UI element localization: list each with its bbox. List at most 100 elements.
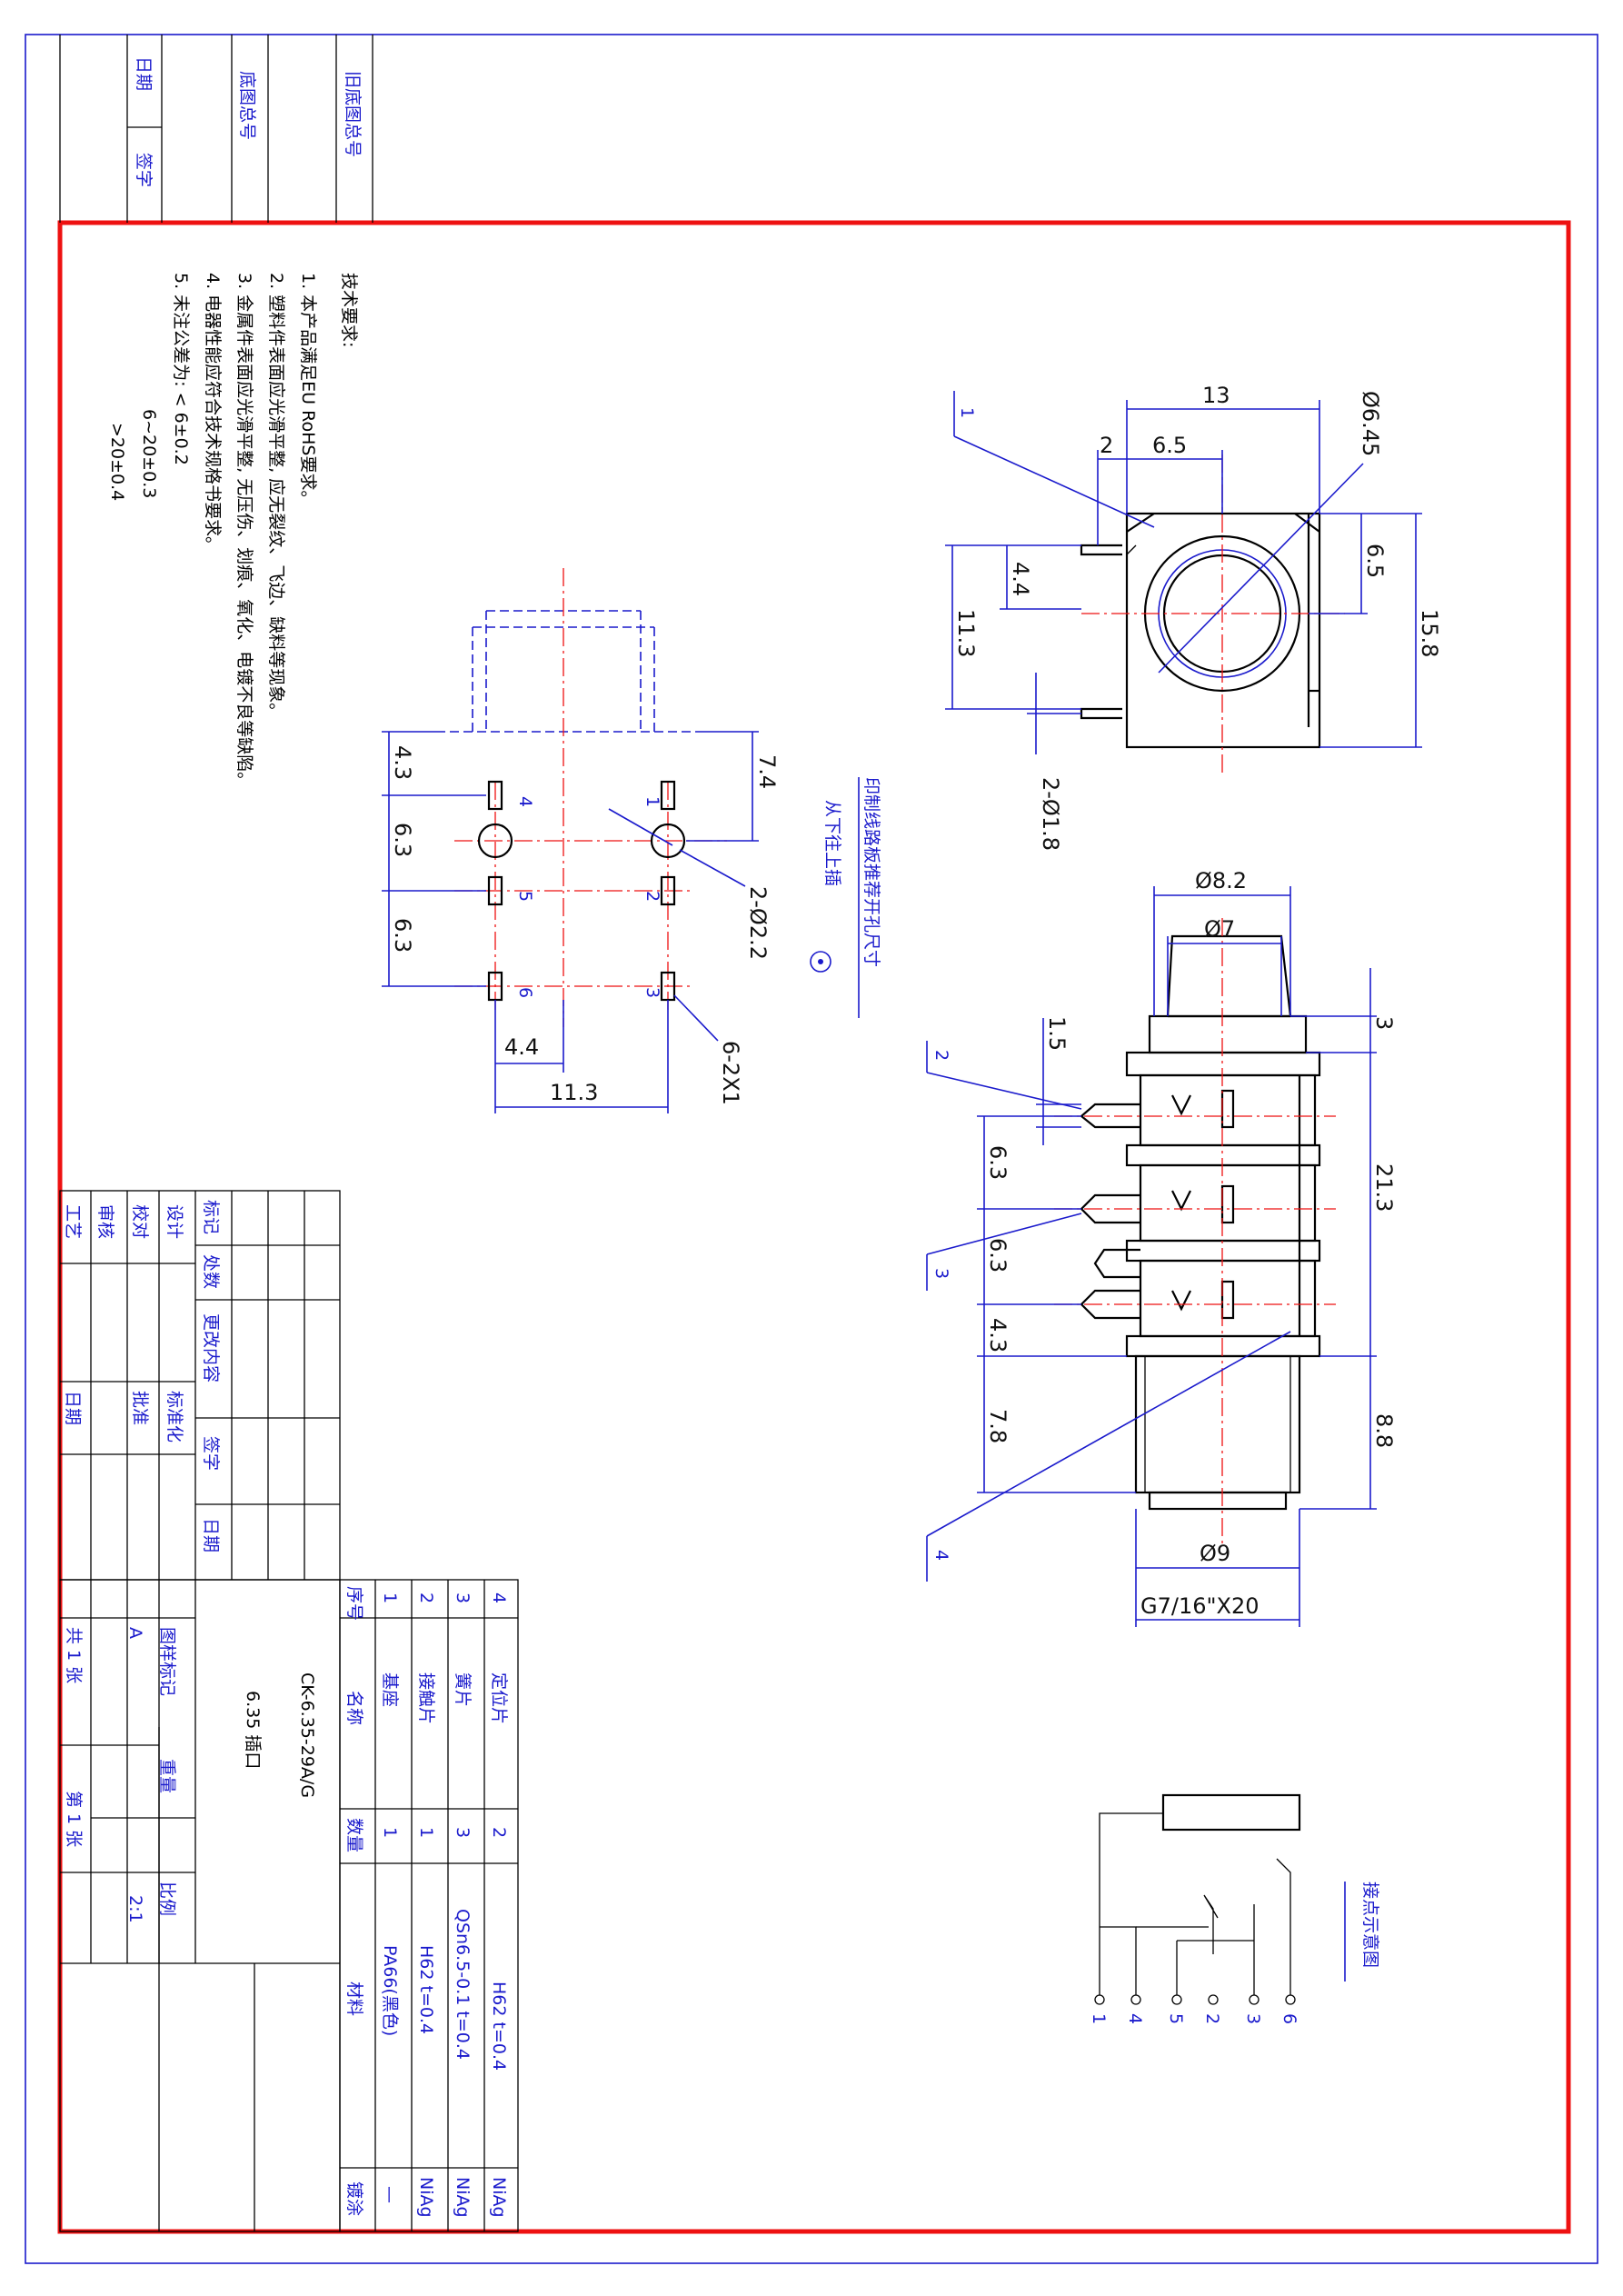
rev-header-count: 处数: [201, 1254, 221, 1289]
tb-scale: 2:1: [125, 1895, 145, 1923]
bom-r3-name: 簧片: [453, 1672, 473, 1707]
rev-role-check: 校对: [130, 1204, 150, 1239]
rev-role-process: 工艺: [63, 1204, 83, 1239]
pcb-layout-view: 4 1 5 2 6 3 4.3 6.3 6.3 7.4 2-Ø2.2 6-2X1…: [382, 568, 780, 1113]
front-body: [1125, 512, 1321, 749]
side-callout-4: 4: [931, 1550, 951, 1561]
side-dim-t: 8.8: [1371, 1413, 1397, 1448]
tb-stage: A: [125, 1627, 145, 1639]
pcb-dim-d4: 7.4: [754, 754, 780, 789]
contact-schematic: 1 4 5 2 3 6 接点示意图: [1089, 1793, 1380, 2024]
side-dim-t15: 1.5: [1044, 1016, 1070, 1051]
pcb-pin-4: 4: [515, 796, 535, 807]
rev-header-sign: 签字: [201, 1436, 221, 1471]
tech-title: 技术要求:: [339, 273, 359, 347]
rev-role-review: 审核: [95, 1204, 115, 1239]
front-dim-pinhole: 2-Ø1.8: [1038, 777, 1063, 851]
pcb-pin-5: 5: [515, 891, 535, 902]
schem-pin-6: 6: [1279, 2013, 1299, 2024]
bom-h-name: 名称: [344, 1691, 364, 1725]
bom-r2-plating: NiAg: [416, 2177, 436, 2218]
revision-block: 标记 处数 更改内容 签字 日期 设计 校对 审核 工艺 标准化 批准 日期: [59, 1190, 341, 1581]
rev-date: 日期: [63, 1391, 83, 1425]
bom-r4-plating: NiAg: [489, 2177, 509, 2218]
bom-r2-no: 2: [416, 1592, 436, 1603]
bom-r1-name: 基座: [380, 1672, 400, 1707]
side-callout-3: 3: [931, 1268, 951, 1279]
pcb-dim-d5: 4.4: [504, 1034, 539, 1060]
front-view: 13 2 6.5 Ø6.45 1 4.4 11.3 2-Ø1.8 6.5 15.…: [945, 383, 1442, 851]
bom-h-plating: 镀涂: [344, 2181, 364, 2216]
bom-r1-no: 1: [380, 1592, 400, 1603]
side-dim-d82: Ø8.2: [1195, 868, 1247, 893]
tb-scale-label: 比例: [157, 1882, 177, 1916]
tech-requirements: 技术要求: 1. 本产品满足EU RoHS要求。 2. 塑料件表面应光滑平整, …: [107, 273, 359, 789]
slot-1: [660, 780, 676, 811]
bom-h-no: 序号: [344, 1586, 364, 1621]
front-dim-r: 6.5: [1362, 544, 1388, 578]
pcb-note: 从下往上插: [822, 800, 842, 886]
rev-approve: 批准: [130, 1391, 150, 1425]
rev-role-design: 设计: [164, 1204, 184, 1239]
bom-r3-qty: 3: [453, 1827, 473, 1838]
side-dim-len: 21.3: [1371, 1163, 1397, 1212]
rev-header-content: 更改内容: [201, 1313, 221, 1383]
bom-r1-material: PA66(黑色): [380, 1945, 400, 2036]
front-dim-dia: Ø6.45: [1358, 391, 1383, 456]
pcb-dim-d1: 4.3: [390, 745, 415, 780]
pcb-pin-2: 2: [642, 891, 662, 902]
side-dim-d7: Ø7: [1204, 916, 1235, 942]
side-dim-p3: 4.3: [985, 1318, 1011, 1353]
pcb-dim-d6: 11.3: [550, 1080, 598, 1105]
insert-symbol: [810, 951, 831, 973]
tb-sheet-no: 第 1 张: [64, 1791, 84, 1847]
front-dim-h: 15.8: [1417, 609, 1442, 657]
schem-pin-2: 2: [1202, 2013, 1222, 2024]
pcb-pin-3: 3: [642, 987, 662, 998]
hole-right: [650, 823, 686, 859]
pcb-dim-holes: 2-Ø2.2: [745, 886, 771, 960]
front-dim-half: 6.5: [1152, 433, 1187, 458]
bom-r4-material: H62 t=0.4: [489, 1982, 509, 2071]
schem-pin-1: 1: [1089, 2013, 1109, 2024]
tech-item-4: 4. 电器性能应符合技术规格书要求。: [203, 273, 223, 554]
tb-weight-label: 重量: [157, 1759, 177, 1793]
bom-r3-material: QSn6.5-0.1 t=0.4: [453, 1909, 473, 2060]
slot-4: [487, 780, 503, 811]
schem-pin-3: 3: [1243, 2013, 1263, 2024]
side-thread: [1134, 1354, 1301, 1494]
slot-5: [487, 875, 503, 906]
tech-item-5: 5. 未注公差为: < 6±0.2: [171, 273, 191, 465]
side-dim-p2: 6.3: [985, 1238, 1011, 1273]
bom-r2-name: 接触片: [416, 1672, 436, 1724]
front-dim-h2: 11.3: [953, 609, 979, 657]
pcb-title: 印制线路板推荐开孔尺寸: [861, 777, 881, 967]
front-dim-off2: 2: [1100, 433, 1113, 458]
pcb-pin-6: 6: [515, 987, 535, 998]
rev-standardize: 标准化: [164, 1391, 184, 1442]
tech-item-3: 3. 金属件表面应光滑平整, 无压伤、划痕、氧化、电镀不良等缺陷。: [234, 273, 254, 789]
bom-r4-no: 4: [489, 1592, 509, 1603]
pcb-caption: 印制线路板推荐开孔尺寸 从下往上插: [810, 777, 881, 1018]
margin-sign: 签字: [134, 153, 154, 187]
tb-model: CK-6.35-29A/G: [297, 1672, 317, 1798]
bom-h-qty: 数量: [344, 1818, 364, 1852]
bom-h-material: 材料: [344, 1982, 364, 2016]
bom-r4-qty: 2: [489, 1827, 509, 1838]
bom-r3-no: 3: [453, 1592, 473, 1603]
schem-pin-4: 4: [1125, 2013, 1145, 2024]
bom-r2-qty: 1: [416, 1827, 436, 1838]
side-dim-d9: Ø9: [1200, 1541, 1230, 1566]
tb-name: 6.35 插口: [243, 1691, 263, 1769]
schem-pin-5: 5: [1166, 2013, 1186, 2024]
tech-tol-3: >20±0.4: [107, 423, 127, 501]
side-dim-t3: 3: [1371, 1016, 1397, 1030]
margin-block: 日期 签字 底图总号 旧底图总号: [59, 35, 373, 223]
slot-2: [660, 875, 676, 906]
rev-header-mark: 标记: [201, 1200, 221, 1234]
tech-tol-2: 6~20±0.3: [139, 409, 159, 498]
front-callout-1: 1: [957, 407, 977, 418]
pcb-pin-1: 1: [642, 796, 662, 807]
pcb-dim-d2: 6.3: [390, 823, 415, 857]
